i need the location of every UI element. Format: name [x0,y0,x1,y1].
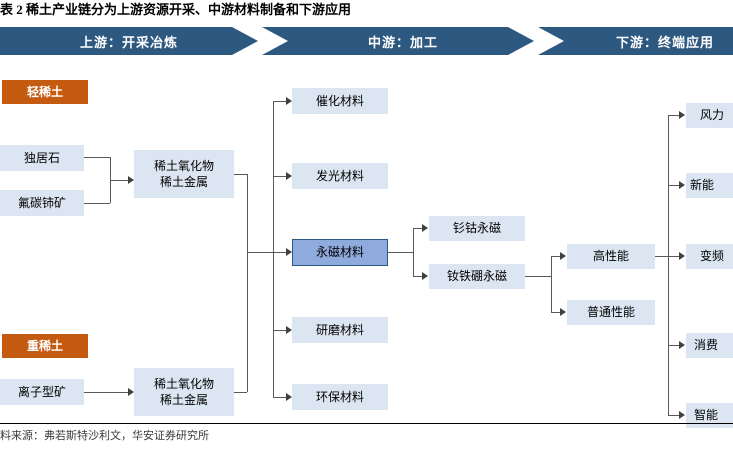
node-heavy-product-line2: 稀土金属 [159,393,208,407]
connector-line [273,252,289,253]
node-ore-bastnaesite: 氟碳铈矿 [0,190,84,216]
banner-downstream: 下游：终端应用 [538,27,733,55]
node-application-wind-power: 风力 [686,103,733,128]
node-material-catalytic: 催化材料 [292,88,388,114]
node-material-luminescent: 发光材料 [292,163,388,189]
node-grade-standard-performance: 普通性能 [567,300,655,325]
tag-light-rare-earth: 轻稀土 [2,80,88,104]
connector-line [551,312,563,313]
connector-line [551,256,552,312]
connector-line [273,330,289,331]
connector-arrow [286,326,292,334]
node-application-inverter: 变频 [686,244,733,269]
connector-line [247,252,273,253]
connector-line [655,256,680,257]
node-magnet-ndfeb: 钕铁硼永磁 [429,264,525,289]
node-grade-high-performance: 高性能 [567,244,655,269]
source-divider [0,423,733,424]
node-application-smart: 智能 [686,403,733,428]
connector-arrow [286,97,292,105]
banner-midstream-label: 中游：加工 [367,34,438,50]
node-light-product-line2: 稀土金属 [159,175,208,189]
connector-line [84,157,110,158]
connector-arrow [286,172,292,180]
connector-line [234,392,247,393]
connector-line [413,276,425,277]
connector-arrow [422,224,428,232]
node-magnet-samarium-cobalt: 钐钴永磁 [429,216,525,241]
connector-arrow [128,388,134,396]
connector-line [110,180,131,181]
banner-upstream: 上游：开采冶炼 [0,27,258,55]
source-note: 料来源：弗若斯特沙利文，华安证券研究所 [0,430,209,442]
node-heavy-rare-earth-product: 稀土氧化物 稀土金属 [134,368,234,416]
banner-upstream-label: 上游：开采冶炼 [79,34,178,50]
node-ore-monazite: 独居石 [0,145,84,171]
connector-line [668,115,682,116]
connector-line [234,174,247,175]
connector-line [273,176,289,177]
node-ore-ion-adsorption: 离子型矿 [0,379,84,405]
connector-line [273,397,289,398]
connector-line [84,392,131,393]
connector-line [668,345,682,346]
connector-line [525,276,551,277]
connector-arrow [679,341,685,349]
node-material-environmental: 环保材料 [292,384,388,410]
connector-line [84,203,110,204]
node-light-product-line1: 稀土氧化物 [153,159,214,173]
connector-line [273,101,274,397]
node-light-rare-earth-product: 稀土氧化物 稀土金属 [134,150,234,198]
connector-arrow [679,111,685,119]
connector-arrow [128,176,134,184]
connector-line [551,256,563,257]
connector-arrow [679,411,685,419]
connector-line [413,228,414,276]
figure-title: 表 2 稀土产业链分为上游资源开采、中游材料制备和下游应用 [0,2,352,17]
node-material-permanent-magnet: 永磁材料 [292,239,388,266]
connector-arrow [286,248,292,256]
banner-midstream: 中游：加工 [262,27,534,55]
node-heavy-product-line1: 稀土氧化物 [153,377,214,391]
connector-line [247,174,248,392]
connector-arrow [560,252,566,260]
connector-line [273,101,289,102]
connector-arrow [286,393,292,401]
connector-arrow [422,272,428,280]
node-material-abrasive: 研磨材料 [292,317,388,343]
value-chain-banner-strip: 上游：开采冶炼 中游：加工 下游：终端应用 [0,27,733,55]
connector-line [668,415,682,416]
connector-line [668,256,682,257]
banner-downstream-label: 下游：终端应用 [615,34,714,50]
tag-heavy-rare-earth: 重稀土 [2,334,88,358]
connector-arrow [679,252,685,260]
connector-line [388,252,413,253]
connector-line [668,115,669,415]
node-application-new-energy: 新能 [686,173,733,198]
connector-line [413,228,425,229]
connector-arrow [560,308,566,316]
node-application-consumer: 消费 [686,333,733,358]
connector-line [668,185,682,186]
connector-arrow [679,181,685,189]
